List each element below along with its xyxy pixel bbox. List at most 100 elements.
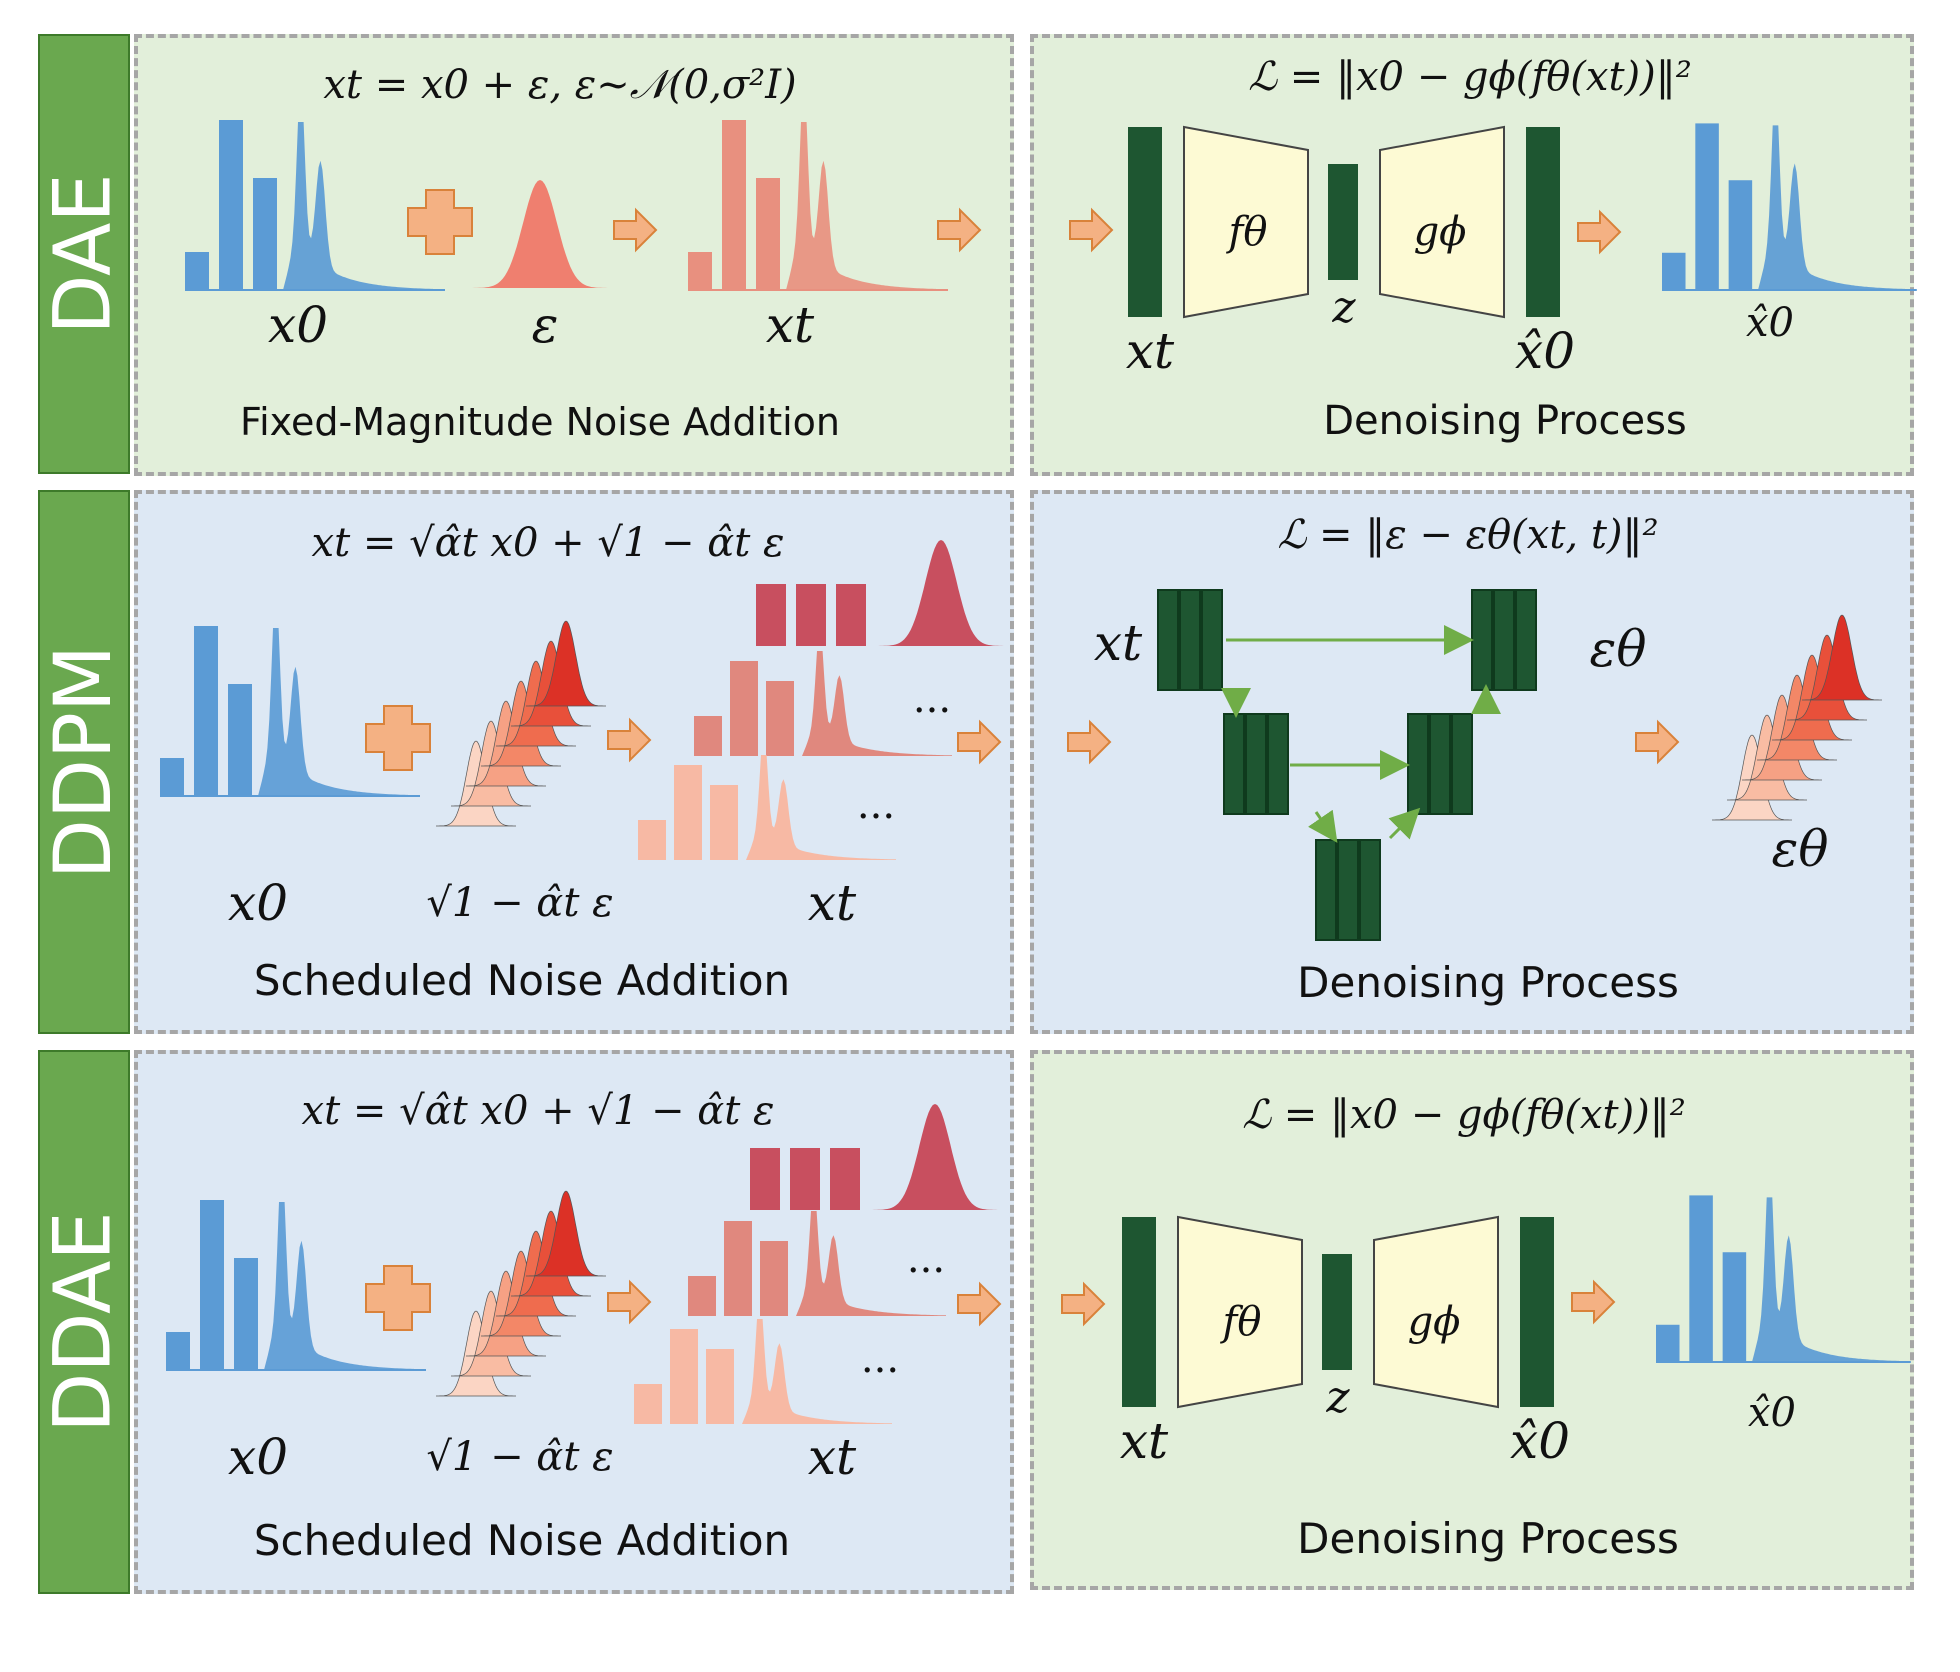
- dae-x0-label: x0: [267, 296, 329, 354]
- dae-arrow-icon: [613, 207, 658, 253]
- ddpm-arrow-icon: [1635, 719, 1680, 765]
- dae-encoder-label: fθ: [1228, 209, 1268, 255]
- ddae-autoencoder-input-block: [1122, 1217, 1156, 1407]
- dae-result-bar: [1695, 123, 1719, 291]
- dae-result-peak: [1758, 125, 1906, 291]
- ddpm-xt-curve: [746, 755, 896, 860]
- ddpm-unet-block: [1201, 589, 1223, 691]
- ddae-arrow-icon: [607, 1279, 652, 1325]
- ddpm-xt-curve: [876, 540, 1006, 646]
- dae-xt-peak: [786, 122, 936, 290]
- dae-autoencoder-encoder: [1183, 125, 1309, 319]
- ddae-xt-curve: [796, 1211, 946, 1316]
- ddae-xt-curve: [870, 1104, 1000, 1210]
- dae-noise-caption: Fixed-Magnitude Noise Addition: [240, 400, 840, 444]
- ddae-result-bar: [1722, 1252, 1747, 1362]
- ddae-arrow-icon: [957, 1281, 1002, 1327]
- dae-result-label: x̂0: [1745, 300, 1795, 346]
- dae-x0-peak: [283, 122, 433, 290]
- ddpm-x0-bar: [194, 626, 218, 796]
- ddpm-loss-equation: ℒ = ‖ε − εθ(xt, t)‖²: [1277, 512, 1659, 558]
- ddpm-unet-block: [1407, 713, 1429, 815]
- ddpm-xt-bar: [710, 785, 738, 860]
- dae-plus-icon: [407, 189, 473, 255]
- row-label-ddae: DDAE: [38, 1050, 130, 1594]
- ddpm-ellipsis-1: ...: [912, 676, 952, 722]
- dae-arrow-icon: [1069, 207, 1114, 253]
- ddpm-xt-bar: [730, 661, 758, 756]
- ddae-encoder-label: fθ: [1222, 1299, 1262, 1345]
- ddae-x0-bar: [166, 1332, 190, 1370]
- ddae-xt-curve: [742, 1319, 892, 1424]
- ddpm-plus-icon: [365, 705, 431, 771]
- ddpm-unet-block: [1451, 713, 1473, 815]
- ddae-xt-bar: [634, 1384, 662, 1424]
- dae-xt-bar: [688, 252, 712, 290]
- ddpm-unet-block: [1223, 713, 1245, 815]
- ddae-xt-bar: [688, 1276, 716, 1316]
- ddpm-unet-block: [1515, 589, 1537, 691]
- ddpm-unet-block: [1179, 589, 1201, 691]
- ddpm-x0-label: x0: [227, 874, 289, 932]
- ddpm-x0-bar: [160, 758, 184, 796]
- ddae-xt-bar: [724, 1221, 752, 1316]
- ddae-decoder-label: gϕ: [1407, 1299, 1461, 1345]
- ddae-xt-bar: [760, 1241, 788, 1316]
- dae-result-bar: [1662, 252, 1686, 290]
- ddae-result-bar: [1689, 1195, 1713, 1362]
- dae-denoise-caption: Denoising Process: [1323, 398, 1687, 444]
- dae-loss-equation: ℒ = ‖x0 − gϕ(fθ(xt))‖²: [1248, 54, 1692, 100]
- ddae-denoise-caption: Denoising Process: [1297, 1514, 1679, 1563]
- ddpm-arrow-icon: [957, 719, 1002, 765]
- ddae-x0-peak: [264, 1202, 414, 1370]
- ddae-noise-stack-curve: [526, 1190, 606, 1277]
- dae-x0-bar: [253, 178, 277, 290]
- dae-xt-label: xt: [765, 296, 815, 354]
- ddae-scaled-noise-label: √1 − α̂t ε: [426, 1434, 614, 1480]
- ddae-result-label: x̂0: [1747, 1390, 1797, 1436]
- ddae-autoencoder-encoder: [1177, 1215, 1303, 1409]
- ddae-latent-label: z: [1326, 1372, 1350, 1423]
- ddae-xt-label: xt: [807, 1428, 857, 1486]
- ddae-ellipsis-2: ...: [860, 1336, 900, 1382]
- dae-result-bar: [1728, 180, 1753, 290]
- ddae-loss-equation: ℒ = ‖x0 − gϕ(fθ(xt))‖²: [1242, 1092, 1686, 1138]
- dae-arrow-icon: [937, 207, 982, 253]
- ddpm-denoise-caption: Denoising Process: [1297, 958, 1679, 1007]
- ddae-xt-bar: [750, 1148, 780, 1210]
- dae-decoder-label: gϕ: [1413, 209, 1467, 255]
- ddpm-arrow-icon: [607, 717, 652, 763]
- ddae-xt-bar: [670, 1329, 698, 1424]
- row-label-ddpm: DDPM: [38, 490, 130, 1034]
- ddae-result-peak: [1752, 1197, 1900, 1362]
- ddae-ellipsis-1: ...: [906, 1236, 946, 1282]
- dae-autoencoder-input-block: [1128, 127, 1162, 317]
- ddae-xt-bar: [790, 1148, 820, 1210]
- ddae-plus-icon: [365, 1265, 431, 1331]
- dae-autoencoder-decoder: [1379, 125, 1505, 319]
- ddpm-scaled-noise-label: √1 − α̂t ε: [426, 880, 614, 926]
- ddae-autoencoder-decoder: [1373, 1215, 1499, 1409]
- ddpm-noise-caption: Scheduled Noise Addition: [253, 956, 791, 1005]
- ddpm-xt-bar: [766, 681, 794, 756]
- ddpm-xt-bar: [836, 584, 866, 646]
- ddpm-unet-block: [1315, 839, 1337, 941]
- ddpm-xt-label: xt: [807, 874, 857, 932]
- ddae-x0-label: x0: [227, 1428, 289, 1486]
- ddpm-down-arrow: [1308, 809, 1338, 843]
- ddpm-unet-block: [1359, 839, 1381, 941]
- ddae-x0-bar: [234, 1258, 258, 1370]
- ddpm-unet-block: [1429, 713, 1451, 815]
- dae-xt-bar: [756, 178, 780, 290]
- dae-autoencoder-latent-block: [1328, 164, 1358, 280]
- ddae-x0-bar: [200, 1200, 224, 1370]
- ddpm-xt-bar: [756, 584, 786, 646]
- ddpm-unet-block: [1245, 713, 1267, 815]
- ddpm-xt-bar: [674, 765, 702, 860]
- ddpm-x0-peak: [258, 628, 408, 796]
- dae-input-label: xt: [1125, 322, 1175, 380]
- ddpm-unet-block: [1337, 839, 1359, 941]
- ddpm-noise-equation: xt = √α̂t x0 + √1 − α̂t ε: [311, 520, 785, 566]
- ddae-output-label: x̂0: [1509, 1412, 1571, 1470]
